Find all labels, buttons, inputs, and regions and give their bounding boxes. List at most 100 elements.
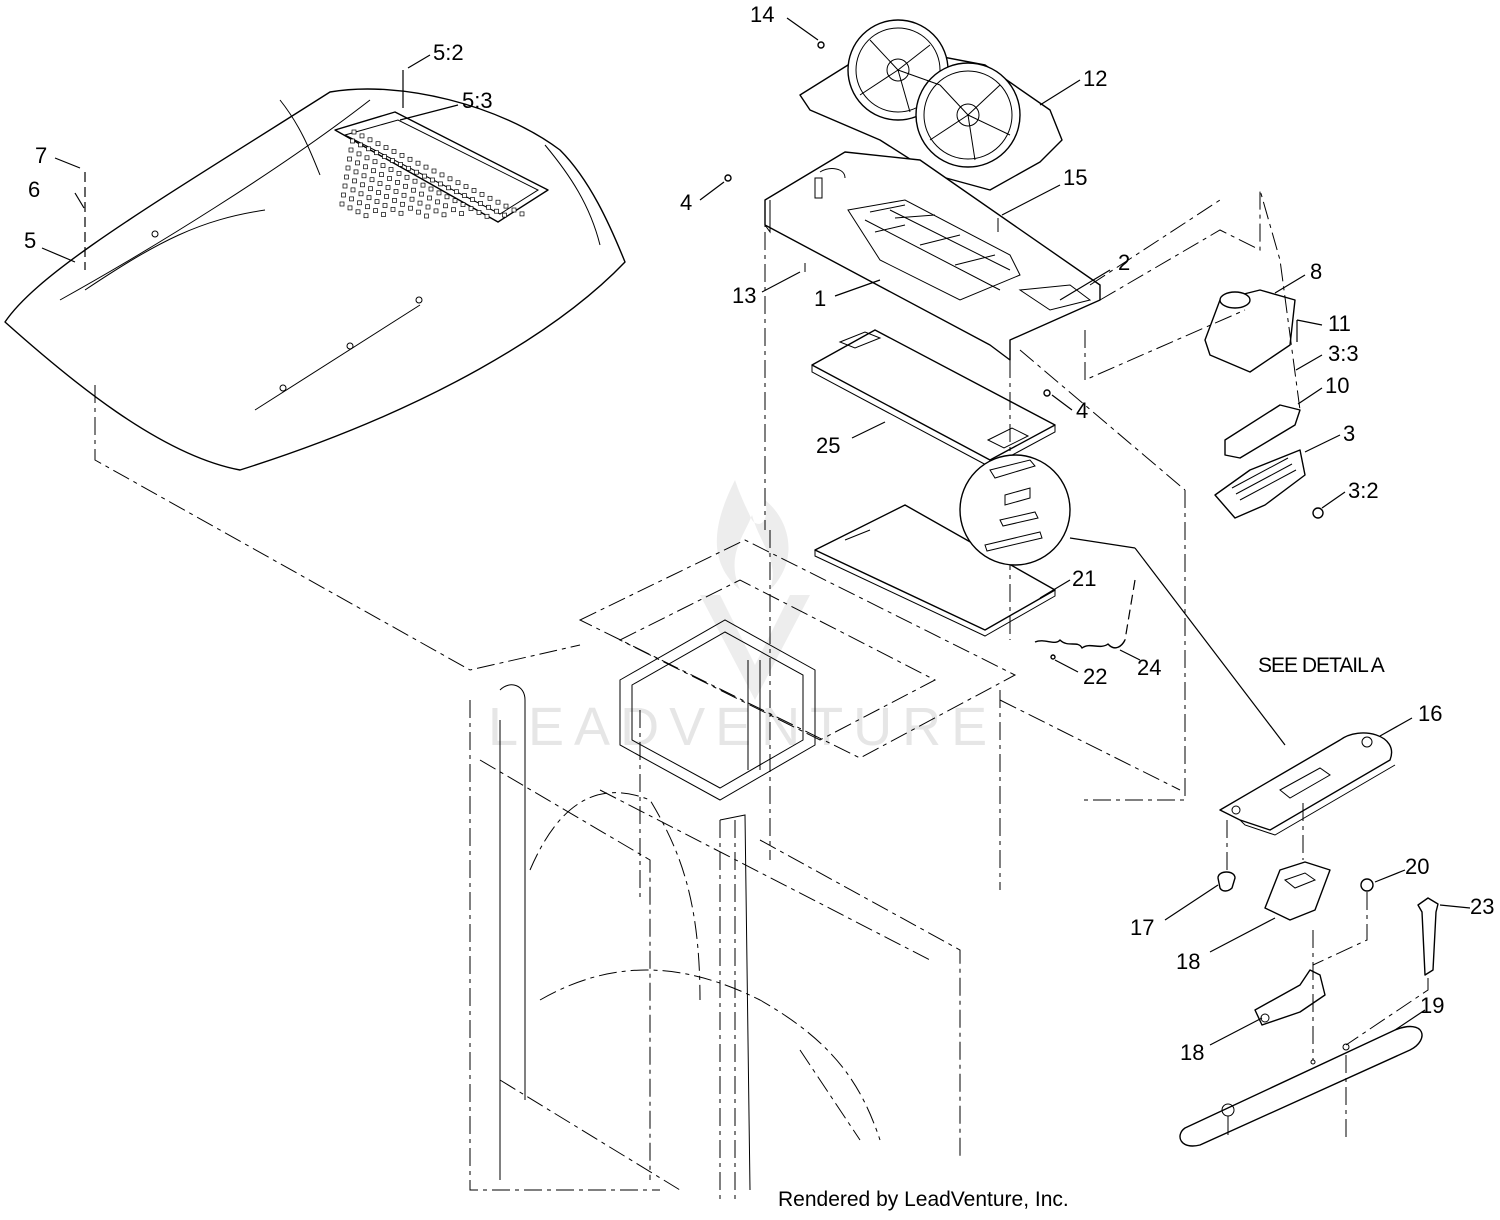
grille-hole: [359, 133, 365, 139]
grille-hole: [356, 151, 362, 157]
bolt-4-upper: [724, 174, 732, 182]
grille-hole: [387, 176, 392, 181]
footer-credit: Rendered by LeadVenture, Inc.: [778, 1188, 1069, 1211]
hood: [4, 88, 626, 471]
grille-hole: [339, 201, 345, 207]
grille-hole: [355, 160, 360, 166]
grille-hole: [486, 204, 491, 210]
grille-hole: [411, 187, 416, 193]
grille-hole: [350, 187, 356, 193]
frame: [469, 189, 1301, 1200]
grille-hole: [377, 181, 383, 186]
see-detail-a-label: SEE DETAIL A: [1258, 654, 1385, 677]
grille-hole: [414, 169, 419, 175]
grille-hole: [390, 158, 395, 163]
grille-hole: [404, 174, 410, 180]
grille-hole: [439, 172, 445, 178]
callout-3: 3: [1343, 421, 1355, 446]
pad-assembly: [811, 329, 1056, 468]
grille-hole: [471, 188, 477, 193]
callout-11: 11: [1328, 311, 1351, 336]
grille-hole: [376, 190, 381, 195]
grille-hole: [435, 199, 440, 205]
grille-hole: [388, 167, 394, 172]
grille-hole: [431, 168, 437, 174]
grille-hole: [425, 204, 431, 210]
grille-hole: [479, 192, 485, 197]
grille-hole: [363, 213, 369, 219]
callout-17: 17: [1130, 915, 1154, 940]
detail-a-circle: [959, 454, 1071, 566]
grille-hole: [470, 197, 475, 202]
grille-hole: [385, 185, 391, 190]
grille-hole: [384, 194, 389, 199]
grille-hole: [463, 184, 469, 189]
grille-hole: [373, 208, 378, 213]
grille-hole: [419, 191, 424, 197]
grille-hole: [416, 209, 421, 215]
bolt-14: [817, 41, 825, 49]
grille-hole: [428, 186, 434, 192]
grille-hole: [454, 189, 459, 195]
grille-hole: [476, 210, 482, 215]
grille-hole: [398, 210, 404, 216]
callout-5-2: 5:2: [433, 40, 464, 65]
latch-block-18-upper: [1264, 861, 1331, 921]
grille-hole: [392, 198, 397, 203]
grille-hole: [468, 206, 474, 211]
grille-hole: [348, 147, 354, 153]
grille-hole: [462, 193, 467, 198]
grille-hole: [452, 198, 458, 204]
callout-19: 19: [1420, 993, 1444, 1018]
grille-hole: [494, 208, 499, 214]
grille-hole: [355, 209, 361, 215]
grille-hole: [446, 185, 451, 191]
grille-hole: [427, 195, 432, 201]
grille-hole: [350, 138, 355, 144]
grille-hole: [363, 164, 368, 170]
grille-hole: [349, 196, 354, 202]
callout-18-upper: 18: [1176, 949, 1200, 974]
grille-hole: [417, 200, 423, 206]
hood-vent-grille: [334, 111, 549, 223]
callout-16: 16: [1418, 701, 1442, 726]
grille-hole: [365, 204, 370, 210]
latch-plate: [1219, 732, 1393, 831]
grille-hole: [441, 212, 447, 218]
grille-hole: [372, 159, 378, 165]
grille-hole: [364, 155, 370, 161]
grille-hole: [344, 174, 349, 180]
grille-hole: [443, 203, 448, 209]
base-plate-19: [1179, 1025, 1423, 1147]
pin-22: [1050, 654, 1056, 660]
grille-hole: [422, 173, 427, 179]
hood-assembly: [4, 88, 626, 671]
grille-hole: [444, 194, 450, 200]
grille-hole: [451, 207, 456, 213]
leader-lines: [41, 17, 1471, 1046]
grille-hole: [382, 203, 388, 208]
grille-hole: [399, 153, 405, 158]
grille-hole: [459, 211, 464, 216]
grille-hole: [438, 181, 443, 187]
grille-hole: [368, 186, 373, 192]
callout-18-lower: 18: [1180, 1040, 1204, 1065]
grille-hole: [383, 145, 389, 150]
callout-24: 24: [1137, 655, 1161, 680]
grille-hole: [436, 190, 442, 196]
mounting-plate-assembly: [764, 151, 1101, 361]
grille-hole: [424, 213, 429, 219]
air-filter: [1224, 404, 1301, 459]
grille-hole: [357, 200, 362, 206]
bolt-23: [1417, 897, 1439, 976]
callout-8: 8: [1310, 259, 1322, 284]
callout-3-3: 3:3: [1328, 341, 1359, 366]
grille-hole: [391, 149, 397, 154]
grille-hole: [341, 192, 346, 198]
callout-3-2: 3:2: [1348, 478, 1379, 503]
grille-hole: [380, 163, 386, 168]
tray-assembly: [814, 504, 1056, 637]
grille-hole: [401, 192, 407, 198]
hood-fasteners: [151, 230, 423, 392]
grille-hole: [374, 150, 379, 156]
